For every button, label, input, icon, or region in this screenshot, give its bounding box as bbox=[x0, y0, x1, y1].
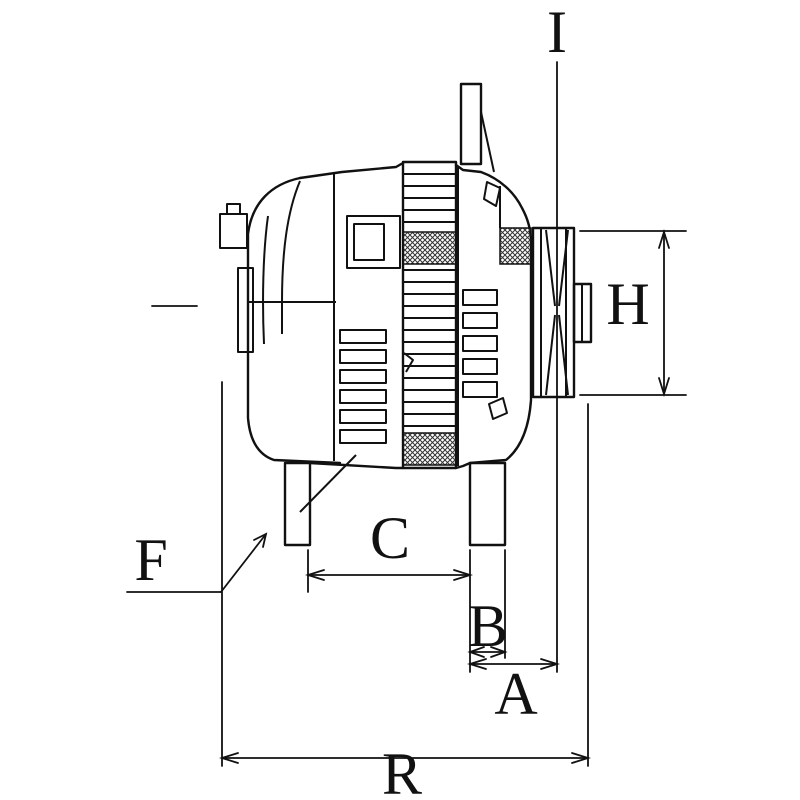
dim-label-a: A bbox=[494, 661, 537, 727]
dim-label-b: B bbox=[468, 593, 508, 659]
arrowhead-upright-icon bbox=[253, 532, 268, 548]
front-vent-slots bbox=[462, 289, 498, 398]
dim-H: H bbox=[579, 228, 687, 398]
front-bracket bbox=[454, 163, 533, 470]
arrowhead-left-icon bbox=[218, 752, 239, 764]
rear-cover bbox=[219, 161, 405, 470]
dim-label-h: H bbox=[606, 271, 649, 337]
pulley bbox=[531, 226, 593, 399]
stator-stack bbox=[401, 160, 458, 470]
arrowhead-right-icon bbox=[540, 658, 561, 670]
arrowhead-down-icon bbox=[658, 377, 670, 398]
dim-B: B bbox=[467, 593, 508, 659]
arrowhead-left-icon bbox=[467, 646, 485, 658]
dim-R: R bbox=[218, 381, 592, 800]
dim-label-r: R bbox=[382, 741, 422, 800]
dim-A: A bbox=[466, 658, 561, 727]
regulator-box bbox=[346, 215, 401, 269]
arrowhead-left-icon bbox=[304, 569, 325, 581]
rear-mounting-foot bbox=[283, 454, 357, 547]
terminal-block bbox=[219, 213, 248, 249]
dim-label-i: I bbox=[547, 0, 567, 65]
front-bearing bbox=[499, 227, 532, 265]
dim-I: I bbox=[547, 0, 567, 673]
front-mounting-foot bbox=[468, 461, 507, 547]
arrowhead-left-icon bbox=[466, 658, 487, 670]
dim-C: C bbox=[304, 505, 474, 593]
dim-label-c: C bbox=[370, 505, 410, 571]
adjusting-stud bbox=[459, 82, 495, 173]
arrowhead-right-icon bbox=[490, 646, 508, 658]
dim-F: F bbox=[126, 527, 268, 593]
arrowhead-up-icon bbox=[658, 228, 670, 249]
alternator-body bbox=[219, 82, 593, 547]
winding-section-top bbox=[402, 231, 457, 265]
rear-vent-slots bbox=[339, 329, 387, 444]
side-lug bbox=[237, 267, 254, 353]
arrowhead-right-icon bbox=[571, 752, 592, 764]
dim-label-f: F bbox=[134, 527, 167, 593]
winding-section-bottom bbox=[402, 432, 457, 466]
